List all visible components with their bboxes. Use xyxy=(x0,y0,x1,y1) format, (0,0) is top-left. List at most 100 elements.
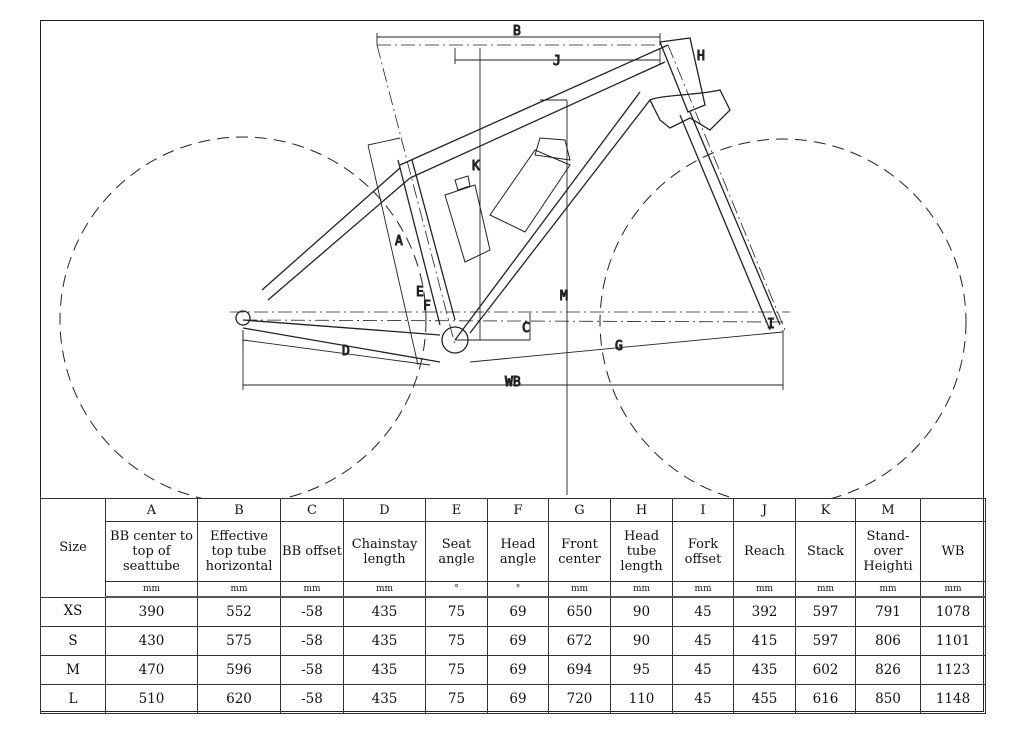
value-cell: 90 xyxy=(610,596,673,627)
value-cell: 602 xyxy=(795,655,856,685)
value-cell: 45 xyxy=(672,626,734,656)
column-description: Fork offset xyxy=(672,521,734,582)
column-letter: K xyxy=(795,498,856,522)
column-description: Stand-over Heighti xyxy=(855,521,921,582)
value-cell: 69 xyxy=(487,655,549,685)
value-cell: 435 xyxy=(343,596,426,627)
column-unit: mm xyxy=(105,581,198,598)
column-letter: H xyxy=(610,498,673,522)
bike-frame-drawing: B J K A E F M C D G WB H I xyxy=(59,24,967,498)
dim-label-d: D xyxy=(342,344,350,359)
column-unit: mm xyxy=(920,581,986,598)
value-cell: 75 xyxy=(425,596,488,627)
value-cell: -58 xyxy=(280,684,344,714)
value-cell: 552 xyxy=(197,596,281,627)
dim-label-c: C xyxy=(522,321,530,336)
value-cell: 596 xyxy=(197,655,281,685)
front-wheel xyxy=(599,138,967,498)
value-cell: 791 xyxy=(855,596,921,627)
value-cell: 720 xyxy=(548,684,611,714)
column-letter: M xyxy=(855,498,921,522)
frame-tubes xyxy=(235,37,781,363)
dim-label-f: F xyxy=(423,299,431,314)
column-unit: mm xyxy=(280,581,344,598)
size-header: Size xyxy=(40,498,106,598)
column-description: Effective top tube horizontal xyxy=(197,521,281,582)
column-unit: mm xyxy=(610,581,673,598)
value-cell: -58 xyxy=(280,596,344,627)
value-cell: 694 xyxy=(548,655,611,685)
dim-label-k: K xyxy=(472,159,480,174)
size-cell: L xyxy=(40,684,106,714)
dim-label-a: A xyxy=(395,234,403,249)
column-unit: mm xyxy=(672,581,734,598)
column-letter: I xyxy=(672,498,734,522)
column-unit: mm xyxy=(855,581,921,598)
value-cell: 435 xyxy=(733,655,796,685)
column-unit: mm xyxy=(197,581,281,598)
value-cell: 510 xyxy=(105,684,198,714)
water-bottles xyxy=(444,137,571,263)
dim-label-g: G xyxy=(615,339,623,354)
dim-label-h: H xyxy=(697,49,705,64)
value-cell: 45 xyxy=(672,684,734,714)
column-letter: B xyxy=(197,498,281,522)
value-cell: 616 xyxy=(795,684,856,714)
value-cell: 826 xyxy=(855,655,921,685)
value-cell: 435 xyxy=(343,626,426,656)
size-cell: M xyxy=(40,655,106,685)
column-unit: ° xyxy=(425,581,488,598)
value-cell: 110 xyxy=(610,684,673,714)
value-cell: 75 xyxy=(425,684,488,714)
center-lines xyxy=(230,44,790,346)
column-description: Head tube length xyxy=(610,521,673,582)
value-cell: 90 xyxy=(610,626,673,656)
column-description: Head angle xyxy=(487,521,549,582)
value-cell: 672 xyxy=(548,626,611,656)
column-unit: mm xyxy=(733,581,796,598)
value-cell: 597 xyxy=(795,626,856,656)
column-letter: A xyxy=(105,498,198,522)
value-cell: 1101 xyxy=(920,626,986,656)
dim-label-j: J xyxy=(553,54,561,69)
value-cell: 392 xyxy=(733,596,796,627)
column-description: Front center xyxy=(548,521,611,582)
value-cell: 455 xyxy=(733,684,796,714)
column-letter-empty xyxy=(920,498,986,522)
column-letter: J xyxy=(733,498,796,522)
value-cell: 390 xyxy=(105,596,198,627)
value-cell: 1148 xyxy=(920,684,986,714)
value-cell: 806 xyxy=(855,626,921,656)
size-cell: XS xyxy=(40,596,106,627)
column-description: Reach xyxy=(733,521,796,582)
value-cell: 415 xyxy=(733,626,796,656)
value-cell: 470 xyxy=(105,655,198,685)
value-cell: 69 xyxy=(487,684,549,714)
column-letter: C xyxy=(280,498,344,522)
value-cell: -58 xyxy=(280,626,344,656)
column-description: BB offset xyxy=(280,521,344,582)
value-cell: -58 xyxy=(280,655,344,685)
column-letter: G xyxy=(548,498,611,522)
value-cell: 1123 xyxy=(920,655,986,685)
column-letter: D xyxy=(343,498,426,522)
value-cell: 430 xyxy=(105,626,198,656)
dimension-lines xyxy=(242,33,784,495)
dim-label-i: I xyxy=(767,317,775,332)
value-cell: 1078 xyxy=(920,596,986,627)
column-description: Chainstay length xyxy=(343,521,426,582)
column-unit: ° xyxy=(487,581,549,598)
value-cell: 850 xyxy=(855,684,921,714)
column-description: BB center to top of seattube xyxy=(105,521,198,582)
value-cell: 69 xyxy=(487,626,549,656)
dim-label-b: B xyxy=(513,24,521,39)
dim-label-wb: WB xyxy=(505,375,521,390)
dim-label-m: M xyxy=(560,289,568,304)
value-cell: 435 xyxy=(343,684,426,714)
